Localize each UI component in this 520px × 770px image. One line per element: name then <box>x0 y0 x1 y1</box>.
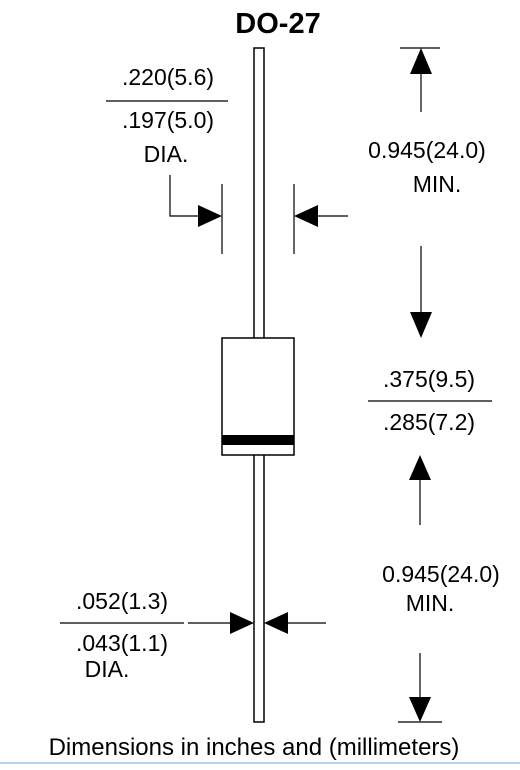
arrow-down-icon <box>410 312 432 338</box>
arrow-down-icon <box>409 697 431 722</box>
lead-diameter-max: .052(1.3) <box>76 588 168 614</box>
body-diameter-max: .220(5.6) <box>122 64 214 90</box>
lead-diameter-min: .043(1.1) <box>76 630 168 656</box>
arrow-left-icon <box>264 612 288 634</box>
leader-line <box>169 175 200 217</box>
top-lead-length-value: 0.945(24.0) <box>368 137 486 163</box>
lead-diameter-dimension: .052(1.3) .043(1.1) DIA. <box>60 588 326 682</box>
top-lead-length-suffix: MIN. <box>413 171 462 197</box>
arrow-right-icon <box>198 205 222 227</box>
body-length-min: .285(7.2) <box>383 409 475 435</box>
footer-note: Dimensions in inches and (millimeters) <box>49 734 460 761</box>
body-diameter-min: .197(5.0) <box>122 107 214 133</box>
bottom-lead-length-dimension: 0.945(24.0) MIN. <box>382 561 500 723</box>
body-diameter-dimension: .220(5.6) .197(5.0) DIA. <box>106 64 348 254</box>
bottom-lead-length-suffix: MIN. <box>406 590 455 616</box>
package-title: DO-27 <box>235 8 320 40</box>
arrow-up-icon <box>410 48 432 74</box>
cathode-band <box>222 435 294 445</box>
arrow-right-icon <box>230 612 254 634</box>
body-length-dimension: .375(9.5) .285(7.2) <box>368 366 492 525</box>
lead-diameter-suffix: DIA. <box>85 656 130 682</box>
arrow-left-icon <box>294 205 318 227</box>
body-diameter-suffix: DIA. <box>144 141 189 167</box>
body-length-max: .375(9.5) <box>383 366 475 392</box>
top-lead-length-dimension: 0.945(24.0) MIN. <box>368 47 486 338</box>
bottom-lead-length-value: 0.945(24.0) <box>382 561 500 587</box>
arrow-up-icon <box>409 455 431 480</box>
